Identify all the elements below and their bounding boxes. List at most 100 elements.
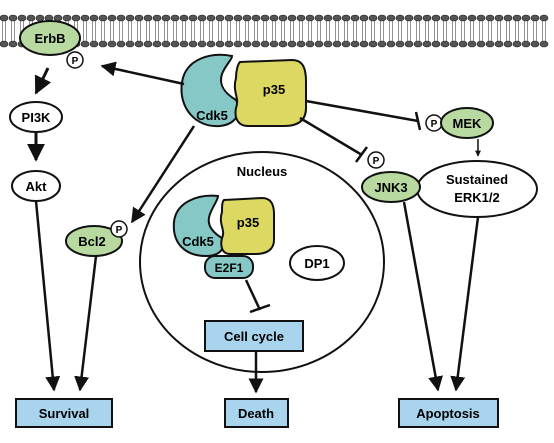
lipid-head	[494, 14, 504, 22]
lipid-head	[395, 14, 405, 22]
lipid-tail	[137, 21, 141, 41]
arrow-erk-to-apoptosis	[450, 216, 480, 392]
lipid-tail	[371, 21, 375, 41]
lipid-tail	[515, 21, 519, 41]
lipid-head	[467, 40, 477, 48]
inhibit-bar-mek	[414, 111, 422, 131]
lipid-head	[377, 40, 387, 48]
lipid-head	[26, 14, 36, 22]
lipid-head	[413, 14, 423, 22]
death-box: Death	[224, 398, 289, 428]
jnk3-node: JNK3	[361, 171, 421, 203]
cdk5-label: Cdk5	[196, 108, 228, 123]
nuclear-cdk5-shape	[172, 194, 225, 258]
lipid-head	[8, 14, 18, 22]
lipid-head	[170, 14, 180, 22]
lipid-head	[458, 40, 468, 48]
erk-node: Sustained ERK1/2	[416, 160, 538, 218]
lipid-head	[386, 14, 396, 22]
lipid-head	[323, 14, 333, 22]
lipid-head	[179, 14, 189, 22]
nucleus-boundary	[139, 151, 385, 373]
lipid-head	[431, 14, 441, 22]
lipid-head	[323, 40, 333, 48]
lipid-head	[8, 40, 18, 48]
inhibit-complex-to-mek	[305, 99, 419, 123]
lipid-head	[341, 14, 351, 22]
lipid-head	[170, 40, 180, 48]
lipid-tail	[416, 21, 420, 41]
svg-text:Akt: Akt	[26, 179, 48, 194]
lipid-head	[224, 40, 234, 48]
svg-text:ERK1/2: ERK1/2	[454, 190, 500, 205]
lipid-head	[35, 14, 45, 22]
lipid-head	[386, 40, 396, 48]
lipid-head	[530, 40, 540, 48]
cell-membrane	[0, 14, 549, 48]
lipid-tail	[506, 21, 510, 41]
dp1-node: DP1	[289, 245, 345, 281]
lipid-head	[476, 40, 486, 48]
lipid-tail	[479, 21, 483, 41]
lipid-head	[206, 40, 216, 48]
lipid-head	[161, 14, 171, 22]
lipid-head	[125, 14, 135, 22]
lipid-tail	[488, 21, 492, 41]
lipid-tail	[407, 21, 411, 41]
lipid-tail	[344, 21, 348, 41]
lipid-head	[278, 40, 288, 48]
lipid-head	[251, 40, 261, 48]
inhibit-e2f1-to-cellcycle	[244, 279, 262, 311]
svg-text:E2F1: E2F1	[215, 261, 244, 275]
lipid-head	[269, 40, 279, 48]
lipid-head	[530, 14, 540, 22]
lipid-head	[152, 40, 162, 48]
cdk5-p35-complex: Cdk5 p35	[180, 53, 307, 128]
lipid-tail	[353, 21, 357, 41]
lipid-head	[332, 40, 342, 48]
svg-text:P: P	[72, 56, 79, 67]
lipid-tail	[362, 21, 366, 41]
lipid-head	[233, 40, 243, 48]
svg-text:Sustained: Sustained	[446, 172, 508, 187]
lipid-head	[422, 40, 432, 48]
lipid-head	[440, 40, 450, 48]
inhibit-bar-cellcycle	[249, 303, 271, 314]
apoptosis-box: Apoptosis	[398, 398, 499, 428]
lipid-tail	[308, 21, 312, 41]
svg-text:P: P	[116, 225, 123, 236]
lipid-head	[521, 14, 531, 22]
lipid-head	[287, 14, 297, 22]
lipid-tail	[263, 21, 267, 41]
lipid-head	[251, 14, 261, 22]
lipid-head	[224, 14, 234, 22]
lipid-head	[116, 40, 126, 48]
lipid-head	[305, 40, 315, 48]
lipid-head	[503, 14, 513, 22]
lipid-head	[341, 40, 351, 48]
lipid-tail	[317, 21, 321, 41]
lipid-head	[17, 14, 27, 22]
cdk5-shape	[180, 53, 240, 128]
lipid-head	[242, 14, 252, 22]
lipid-head	[512, 14, 522, 22]
lipid-tail	[128, 21, 132, 41]
svg-text:Bcl2: Bcl2	[78, 234, 105, 249]
lipid-tail	[11, 21, 15, 41]
mek-phospho-badge: P	[425, 114, 443, 132]
lipid-head	[512, 40, 522, 48]
arrow-erbb-to-pi3k	[34, 67, 52, 95]
inhibit-complex-to-jnk3	[299, 116, 363, 157]
lipid-head	[107, 40, 117, 48]
arrow-akt-to-survival	[34, 200, 61, 392]
lipid-head	[98, 14, 108, 22]
lipid-head	[368, 40, 378, 48]
svg-text:Death: Death	[238, 406, 274, 421]
nuclear-cdk5-label: Cdk5	[182, 234, 214, 249]
arrow-complex-to-erbb	[100, 61, 185, 86]
lipid-head	[134, 40, 144, 48]
erbb-phospho-badge: P	[66, 51, 84, 69]
svg-text:Cell cycle: Cell cycle	[224, 329, 284, 344]
lipid-head	[179, 40, 189, 48]
